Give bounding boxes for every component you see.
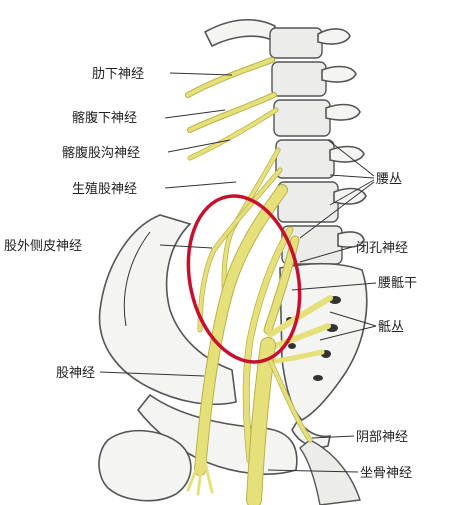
lateral-femoral-cutaneous-nerve: [198, 168, 282, 332]
twelfth-rib: [203, 18, 276, 48]
subcostal-nerve: [186, 58, 274, 97]
label-lateral-femoral-cutaneous: 股外侧皮神经: [4, 239, 82, 254]
lumbar-vertebrae: [269, 27, 367, 265]
ilioinguinal-nerve: [188, 108, 278, 160]
label-sciatic: 坐骨神经: [360, 466, 412, 481]
label-iliohypogastric: 髂腹下神经: [72, 110, 137, 126]
label-femoral: 股神经: [56, 366, 95, 381]
label-obturator: 闭孔神经: [356, 241, 408, 256]
label-subcostal: 肋下神经: [92, 67, 144, 82]
label-lumbosacral-trunk: 腰骶干: [378, 276, 417, 291]
leader-lines: [99, 72, 377, 473]
label-pudendal: 阴部神经: [356, 430, 408, 445]
label-sacral-plexus: 骶丛: [378, 320, 404, 335]
obturator-nerve: [243, 227, 293, 463]
skeleton: [98, 18, 368, 505]
ilium: [98, 214, 237, 406]
label-genitofemoral: 生殖股神经: [72, 181, 137, 197]
sciatic-nerve: [247, 338, 275, 505]
femoral-nerve: [195, 185, 287, 475]
femur-head: [98, 429, 192, 502]
labels: 肋下神经 髂腹下神经 髂腹股沟神经 生殖股神经 股外侧皮神经 股神经 腰丛 闭孔…: [4, 67, 417, 481]
label-lumbar-plexus: 腰丛: [376, 172, 402, 187]
ischium: [299, 439, 361, 505]
pudendal-nerve: [268, 358, 312, 442]
iliohypogastric-nerve: [188, 93, 276, 132]
highlight-ring: [186, 194, 302, 364]
label-ilioinguinal: 髂腹股沟神经: [62, 145, 140, 161]
